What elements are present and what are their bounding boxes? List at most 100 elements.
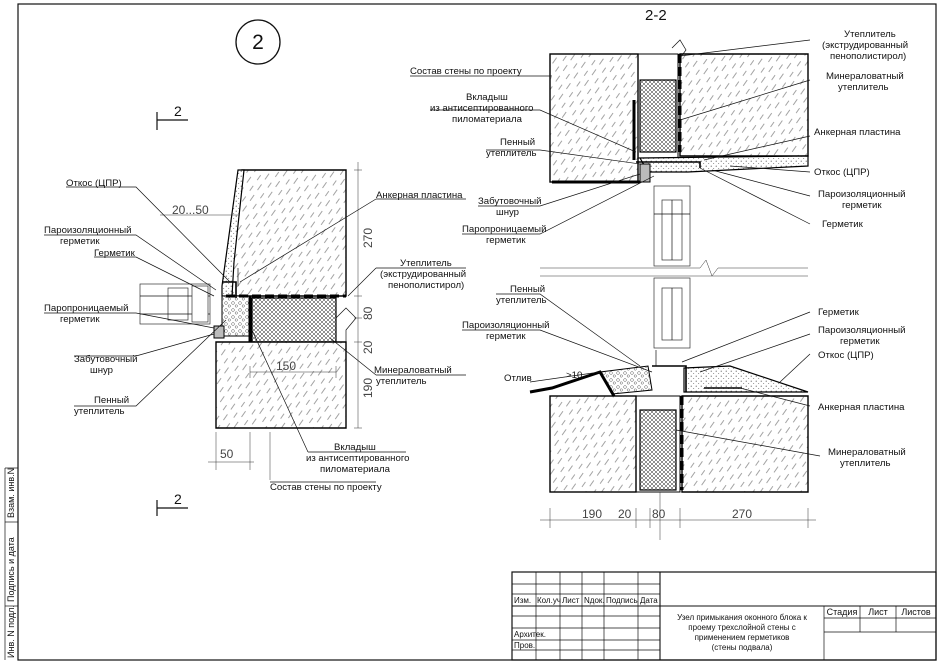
foam-insulation — [221, 295, 251, 337]
r-lbl-zabut-2: шнур — [496, 207, 519, 218]
r-lbl-paroiz-bot-r2: герметик — [840, 336, 880, 347]
r-lbl-otliv: Отлив — [504, 373, 532, 384]
r-lbl-parop-1: Паропроницаемый — [462, 224, 546, 235]
r-lbl-utepl-3: пенополистирол) — [830, 51, 906, 62]
tb-role-checked: Пров. — [514, 641, 535, 650]
lbl-parop-1: Паропроницаемый — [44, 303, 128, 314]
lbl-otkos: Откос (ЦПР) — [66, 178, 122, 189]
r-lbl-paroiz-top-2: герметик — [842, 200, 882, 211]
r-lbl-otkos-top: Откос (ЦПР) — [814, 167, 870, 178]
r-lbl-vkladysh-3: пиломатериала — [452, 114, 523, 125]
r-lbl-zabut-1: Забутовочный — [478, 196, 542, 207]
r-lbl-paroiz-bot-1: Пароизоляционный — [462, 320, 550, 331]
dim-270: 270 — [361, 228, 375, 248]
tb-title-line-4: (стены подвала) — [712, 643, 773, 652]
r-lbl-germetik-top: Герметик — [822, 219, 864, 230]
r-lbl-parop-2: герметик — [486, 235, 526, 246]
r-lbl-mineral-bot-1: Минераловатный — [828, 447, 906, 458]
lbl-parop-2: герметик — [60, 314, 100, 325]
lbl-zabut-1: Забутовочный — [74, 354, 138, 365]
top-backing-cord — [639, 163, 651, 183]
dim-50: 50 — [220, 447, 234, 461]
r-lbl-penny-top-2: утеплитель — [486, 148, 536, 159]
dim-r-80: 80 — [652, 507, 666, 521]
bottom-outer-masonry — [681, 395, 809, 493]
r-lbl-anchor-bot: Анкерная пластина — [818, 402, 905, 413]
side-strip-replace-inv: Взам. инв.N — [6, 468, 16, 518]
r-lbl-penny-top-1: Пенный — [500, 137, 535, 148]
lbl-anchor: Анкерная пластина — [376, 190, 463, 201]
lbl-vkladysh-1: Вкладыш — [334, 442, 376, 453]
left-detail: 2 2 2 20...50 270 80 20 190 15 — [44, 19, 466, 516]
tb-sheet: Лист — [868, 607, 888, 617]
lbl-mineral-1: Минераловатный — [374, 365, 452, 376]
mineral-wool-block — [251, 297, 337, 343]
lbl-paroiz-1: Пароизоляционный — [44, 225, 132, 236]
bottom-mineral-wool — [639, 409, 677, 491]
r-lbl-slope: >10 — [566, 370, 582, 381]
lbl-penny-2: утеплитель — [74, 406, 124, 417]
lbl-penny-1: Пенный — [94, 395, 129, 406]
dim-r-20: 20 — [618, 507, 632, 521]
top-plaster-slope — [638, 155, 809, 173]
upper-masonry — [231, 169, 347, 297]
lbl-vkladysh-3: пиломатериала — [320, 464, 391, 475]
r-lbl-mineral-bot-2: утеплитель — [840, 458, 890, 469]
dim-20-50: 20...50 — [172, 203, 209, 217]
r-lbl-sostav: Состав стены по проекту — [410, 66, 522, 77]
sheet-border — [17, 3, 937, 661]
bottom-inner-masonry — [549, 395, 637, 493]
top-inner-masonry — [549, 53, 639, 183]
r-lbl-penny-bot-1: Пенный — [510, 284, 545, 295]
dim-190: 190 — [361, 378, 375, 398]
lbl-mineral-2: утеплитель — [376, 376, 426, 387]
dim-150: 150 — [276, 359, 296, 373]
tb-role-architect: Архитек. — [514, 630, 546, 639]
side-strip-signature-date: Подпись и дата — [6, 537, 16, 602]
lower-masonry — [215, 341, 347, 429]
r-lbl-otkos-bot: Откос (ЦПР) — [818, 350, 874, 361]
cut-mark-bottom: 2 — [174, 491, 182, 507]
r-lbl-mineral-top-2: утеплитель — [838, 82, 888, 93]
tb-title-line-3: применением герметиков — [695, 633, 790, 642]
bottom-timber-insert — [635, 395, 681, 493]
node-number: 2 — [252, 31, 264, 54]
tb-title-line-2: проему трехслойной стены с — [688, 623, 795, 632]
lbl-germetik: Герметик — [94, 248, 136, 259]
r-lbl-germetik-bot: Герметик — [818, 307, 860, 318]
cut-mark-top: 2 — [174, 103, 182, 119]
side-strip-inv-original: Инв. N подл. — [6, 605, 16, 658]
lbl-zabut-2: шнур — [90, 365, 113, 376]
lbl-sostav: Состав стены по проекту — [270, 482, 382, 493]
r-lbl-vkladysh-1: Вкладыш — [466, 92, 508, 103]
tb-col-izm: Изм. — [514, 596, 531, 605]
sill-foam — [599, 365, 653, 395]
lbl-utepl-3: пенополистирол) — [388, 280, 464, 291]
lbl-utepl-1: Утеплитель — [400, 258, 452, 269]
tb-title-line-1: Узел примыкания оконного блока к — [677, 613, 807, 622]
r-lbl-anchor-top: Анкерная пластина — [814, 127, 901, 138]
tb-col-data: Дата — [640, 596, 658, 605]
lbl-paroiz-2: герметик — [60, 236, 100, 247]
top-mineral-wool — [639, 79, 677, 153]
r-lbl-utepl-2: (экструдированный — [822, 40, 908, 51]
r-lbl-mineral-top-1: Минераловатный — [826, 71, 904, 82]
r-lbl-paroiz-top-1: Пароизоляционный — [818, 189, 906, 200]
lbl-utepl-2: (экструдированный — [380, 269, 466, 280]
dim-r-270: 270 — [732, 507, 752, 521]
node-circle — [235, 19, 281, 65]
r-lbl-vkladysh-2: из антисептированного — [430, 103, 533, 114]
tb-col-kol: Кол.уч — [537, 596, 561, 605]
r-lbl-utepl-1: Утеплитель — [844, 29, 896, 40]
tb-stage: Стадия — [827, 607, 858, 617]
r-lbl-penny-bot-2: утеплитель — [496, 295, 546, 306]
title-block: Изм. Кол.уч Лист Nдок. Подпись Дата Архи… — [511, 571, 937, 661]
dim-r-190: 190 — [582, 507, 602, 521]
dim-80: 80 — [361, 306, 375, 320]
tb-col-podpis: Подпись — [606, 596, 638, 605]
backing-cord — [213, 325, 225, 339]
tb-col-list: Лист — [562, 596, 580, 605]
r-lbl-paroiz-bot-2: герметик — [486, 331, 526, 342]
dim-20: 20 — [361, 340, 375, 354]
